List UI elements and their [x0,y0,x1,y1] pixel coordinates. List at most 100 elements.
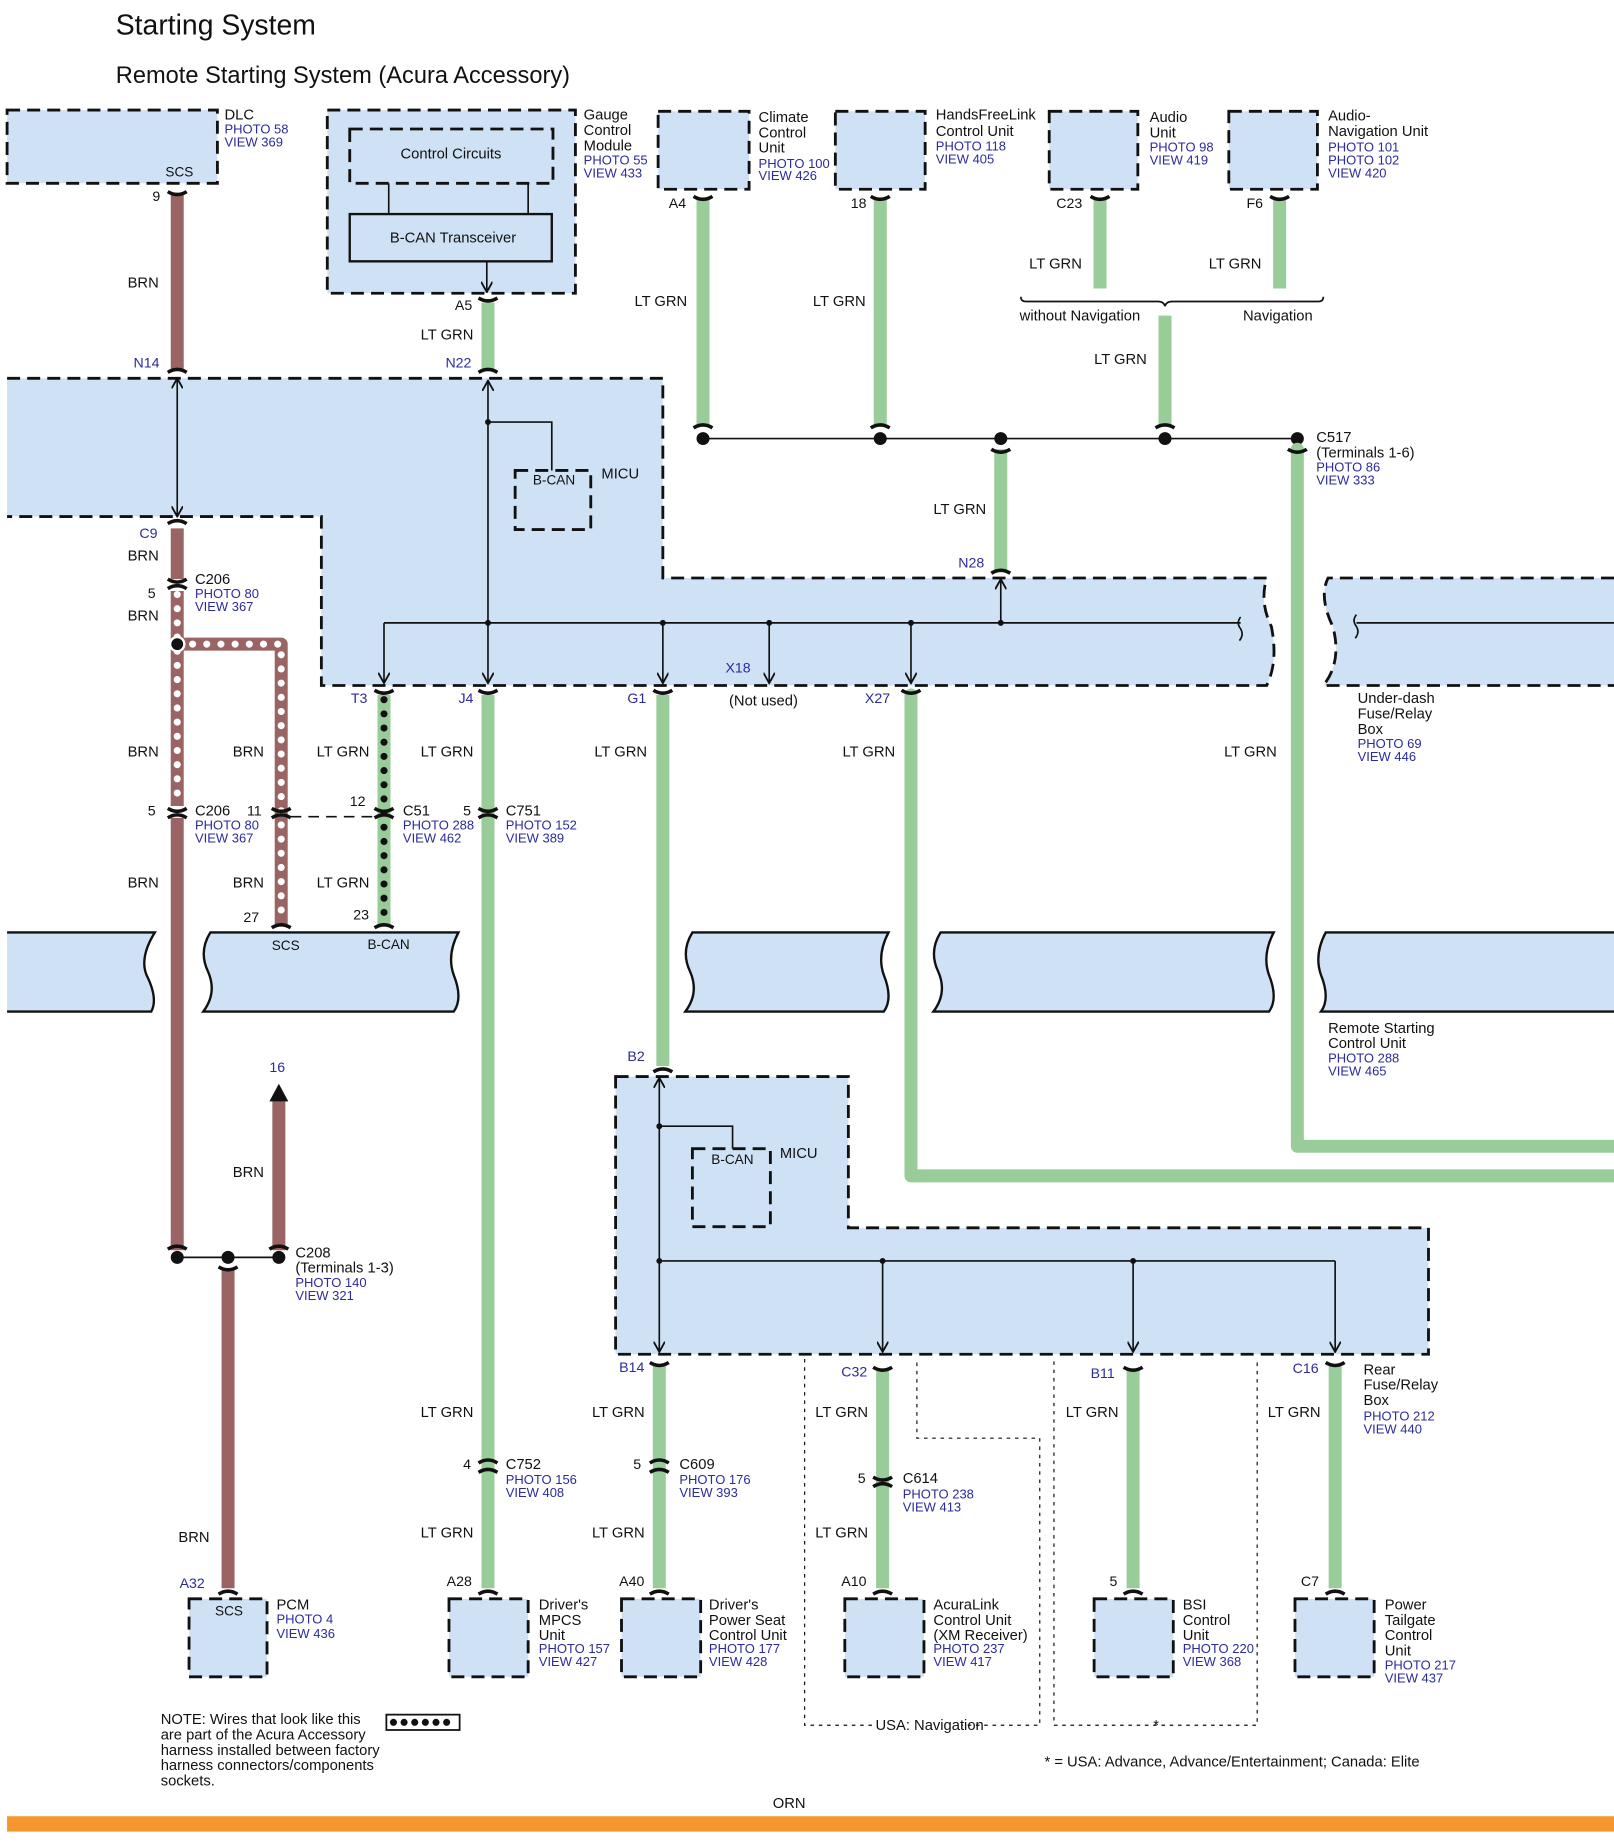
rearfuse-view[interactable]: VIEW 440 [1364,1421,1422,1436]
c208-photo[interactable]: PHOTO 140 [295,1275,366,1290]
x18-not-used: (Not used) [729,694,798,710]
audio-unit[interactable]: Audio Unit PHOTO 98 VIEW 419 [1047,109,1214,191]
pin-n22: N22 [445,356,471,372]
asterisk-marker: * [1153,1718,1159,1734]
climate-photo[interactable]: PHOTO 100 [759,156,830,171]
gauge-name-2: Control [584,123,632,139]
under-dash-right-box[interactable] [1320,576,1614,687]
wire-orn-bar[interactable] [7,1816,1614,1832]
drivers-power-seat-unit[interactable]: Driver's Power Seat Control Unit PHOTO 1… [620,1597,787,1679]
dlc-view[interactable]: VIEW 369 [224,135,282,150]
gauge-name-3: Module [584,138,632,154]
audionav-photo-2[interactable]: PHOTO 102 [1328,152,1399,167]
rscu-scs-label: SCS [272,938,300,953]
gauge-control-module[interactable]: Control Circuits B-CAN Transceiver Gauge… [325,108,648,295]
page-title: Starting System [116,9,316,41]
usa-navigation-option-outline [804,1358,1041,1726]
tailgate-photo[interactable]: PHOTO 217 [1385,1658,1456,1673]
c51-view[interactable]: VIEW 462 [403,831,461,846]
bsi-photo[interactable]: PHOTO 220 [1183,1641,1254,1656]
acuralink-control-unit[interactable]: AcuraLink Control Unit (XM Receiver) PHO… [843,1597,1028,1679]
power-tailgate-control-unit[interactable]: Power Tailgate Control Unit PHOTO 217 VI… [1293,1597,1456,1686]
gauge-photo[interactable]: PHOTO 55 [584,152,648,167]
tailgate-name-4: Unit [1385,1644,1411,1660]
mpcs-photo[interactable]: PHOTO 157 [539,1641,610,1656]
mpcs-view[interactable]: VIEW 427 [539,1654,597,1669]
bsi-control-unit[interactable]: BSI Control Unit PHOTO 220 VIEW 368 [1092,1597,1254,1679]
pin-b11: B11 [1091,1366,1115,1382]
pcm-name: PCM [276,1597,309,1613]
note-line: sockets. [161,1774,215,1790]
c208-view[interactable]: VIEW 321 [295,1288,353,1303]
wire-x27-rscu-ltgrn[interactable] [904,688,1614,1183]
rscu-name-2: Control Unit [1328,1036,1406,1052]
acuralink-view[interactable]: VIEW 417 [933,1654,991,1669]
c614-photo[interactable]: PHOTO 238 [903,1486,974,1501]
wire-c517-rscu-ltgrn[interactable] [1290,442,1614,1153]
rscu-photo[interactable]: PHOTO 288 [1328,1050,1399,1065]
seat-pin: A40 [619,1574,644,1590]
c751-photo[interactable]: PHOTO 152 [506,818,577,833]
c614-view[interactable]: VIEW 413 [903,1499,961,1514]
wire-label: LT GRN [813,294,866,310]
rscu-view[interactable]: VIEW 465 [1328,1063,1386,1078]
acuralink-photo[interactable]: PHOTO 237 [933,1641,1004,1656]
audio-view[interactable]: VIEW 419 [1150,152,1208,167]
dlc-pin: 9 [152,189,160,205]
accessory-harness-scs[interactable] [170,590,288,928]
dlc-photo[interactable]: PHOTO 58 [224,122,288,137]
c752-view[interactable]: VIEW 408 [506,1485,564,1500]
usa-navigation-label: USA: Navigation [876,1718,984,1734]
c517-photo[interactable]: PHOTO 86 [1316,460,1380,475]
drivers-mpcs-unit[interactable]: Driver's MPCS Unit PHOTO 157 VIEW 427 [447,1597,610,1679]
audio-photo[interactable]: PHOTO 98 [1150,139,1214,154]
wire-label: LT GRN [815,1525,868,1541]
wire-label: LT GRN [1094,352,1147,368]
c51-photo[interactable]: PHOTO 288 [403,818,474,833]
c752-photo[interactable]: PHOTO 156 [506,1472,577,1487]
pin-x27: X27 [865,691,890,707]
c206b-photo[interactable]: PHOTO 80 [195,818,259,833]
underdash-name-2: Fuse/Relay [1358,707,1433,723]
climate-control-unit[interactable]: Climate Control Unit PHOTO 100 VIEW 426 [656,109,830,191]
rearfuse-name-3: Box [1364,1393,1390,1409]
tailgate-view[interactable]: VIEW 437 [1385,1671,1443,1686]
c609-photo[interactable]: PHOTO 176 [679,1472,750,1487]
c206a-photo[interactable]: PHOTO 80 [195,586,259,601]
audio-navigation-unit[interactable]: Audio- Navigation Unit PHOTO 101 PHOTO 1… [1227,109,1428,191]
hfl-view[interactable]: VIEW 405 [936,151,994,166]
seat-view[interactable]: VIEW 428 [709,1654,767,1669]
hfl-photo[interactable]: PHOTO 118 [936,138,1006,153]
arrow-ref-16[interactable]: 16 [269,1060,285,1076]
pcm-photo[interactable]: PHOTO 4 [276,1612,333,1627]
seat-photo[interactable]: PHOTO 177 [709,1641,780,1656]
c206b-name: C206 [195,803,230,819]
dlc-component[interactable]: SCS DLC PHOTO 58 VIEW 369 [5,108,288,185]
underdash-photo[interactable]: PHOTO 69 [1358,736,1422,751]
underdash-view[interactable]: VIEW 446 [1358,749,1416,764]
c208-name: C208 [295,1245,330,1261]
acuralink-name-3: (XM Receiver) [933,1628,1027,1644]
climate-name-1: Climate [759,110,809,126]
c751-view[interactable]: VIEW 389 [506,831,564,846]
audionav-name-2: Navigation Unit [1328,124,1428,140]
handsfreelink-control-unit[interactable]: HandsFreeLink Control Unit PHOTO 118 VIE… [833,108,1036,191]
micu-under-dash-box[interactable] [7,376,1276,687]
c517-view[interactable]: VIEW 333 [1316,473,1374,488]
pcm-component[interactable]: SCS PCM PHOTO 4 VIEW 436 [187,1597,335,1679]
audionav-photo-1[interactable]: PHOTO 101 [1328,139,1399,154]
c609-view[interactable]: VIEW 393 [679,1485,737,1500]
pcm-view[interactable]: VIEW 436 [276,1626,334,1641]
remote-starting-control-unit[interactable] [7,931,1614,1013]
tailgate-name-1: Power [1385,1597,1427,1613]
wire-label: BRN [233,1165,264,1181]
audionav-view[interactable]: VIEW 420 [1328,165,1386,180]
c206b-view[interactable]: VIEW 367 [195,831,253,846]
bsi-view[interactable]: VIEW 368 [1183,1654,1241,1669]
hfl-pin: 18 [851,196,867,212]
micu-rear-box[interactable] [614,1075,1430,1356]
gauge-view[interactable]: VIEW 433 [584,165,642,180]
climate-view[interactable]: VIEW 426 [759,168,817,183]
c206a-view[interactable]: VIEW 367 [195,599,253,614]
rearfuse-photo[interactable]: PHOTO 212 [1364,1408,1435,1423]
